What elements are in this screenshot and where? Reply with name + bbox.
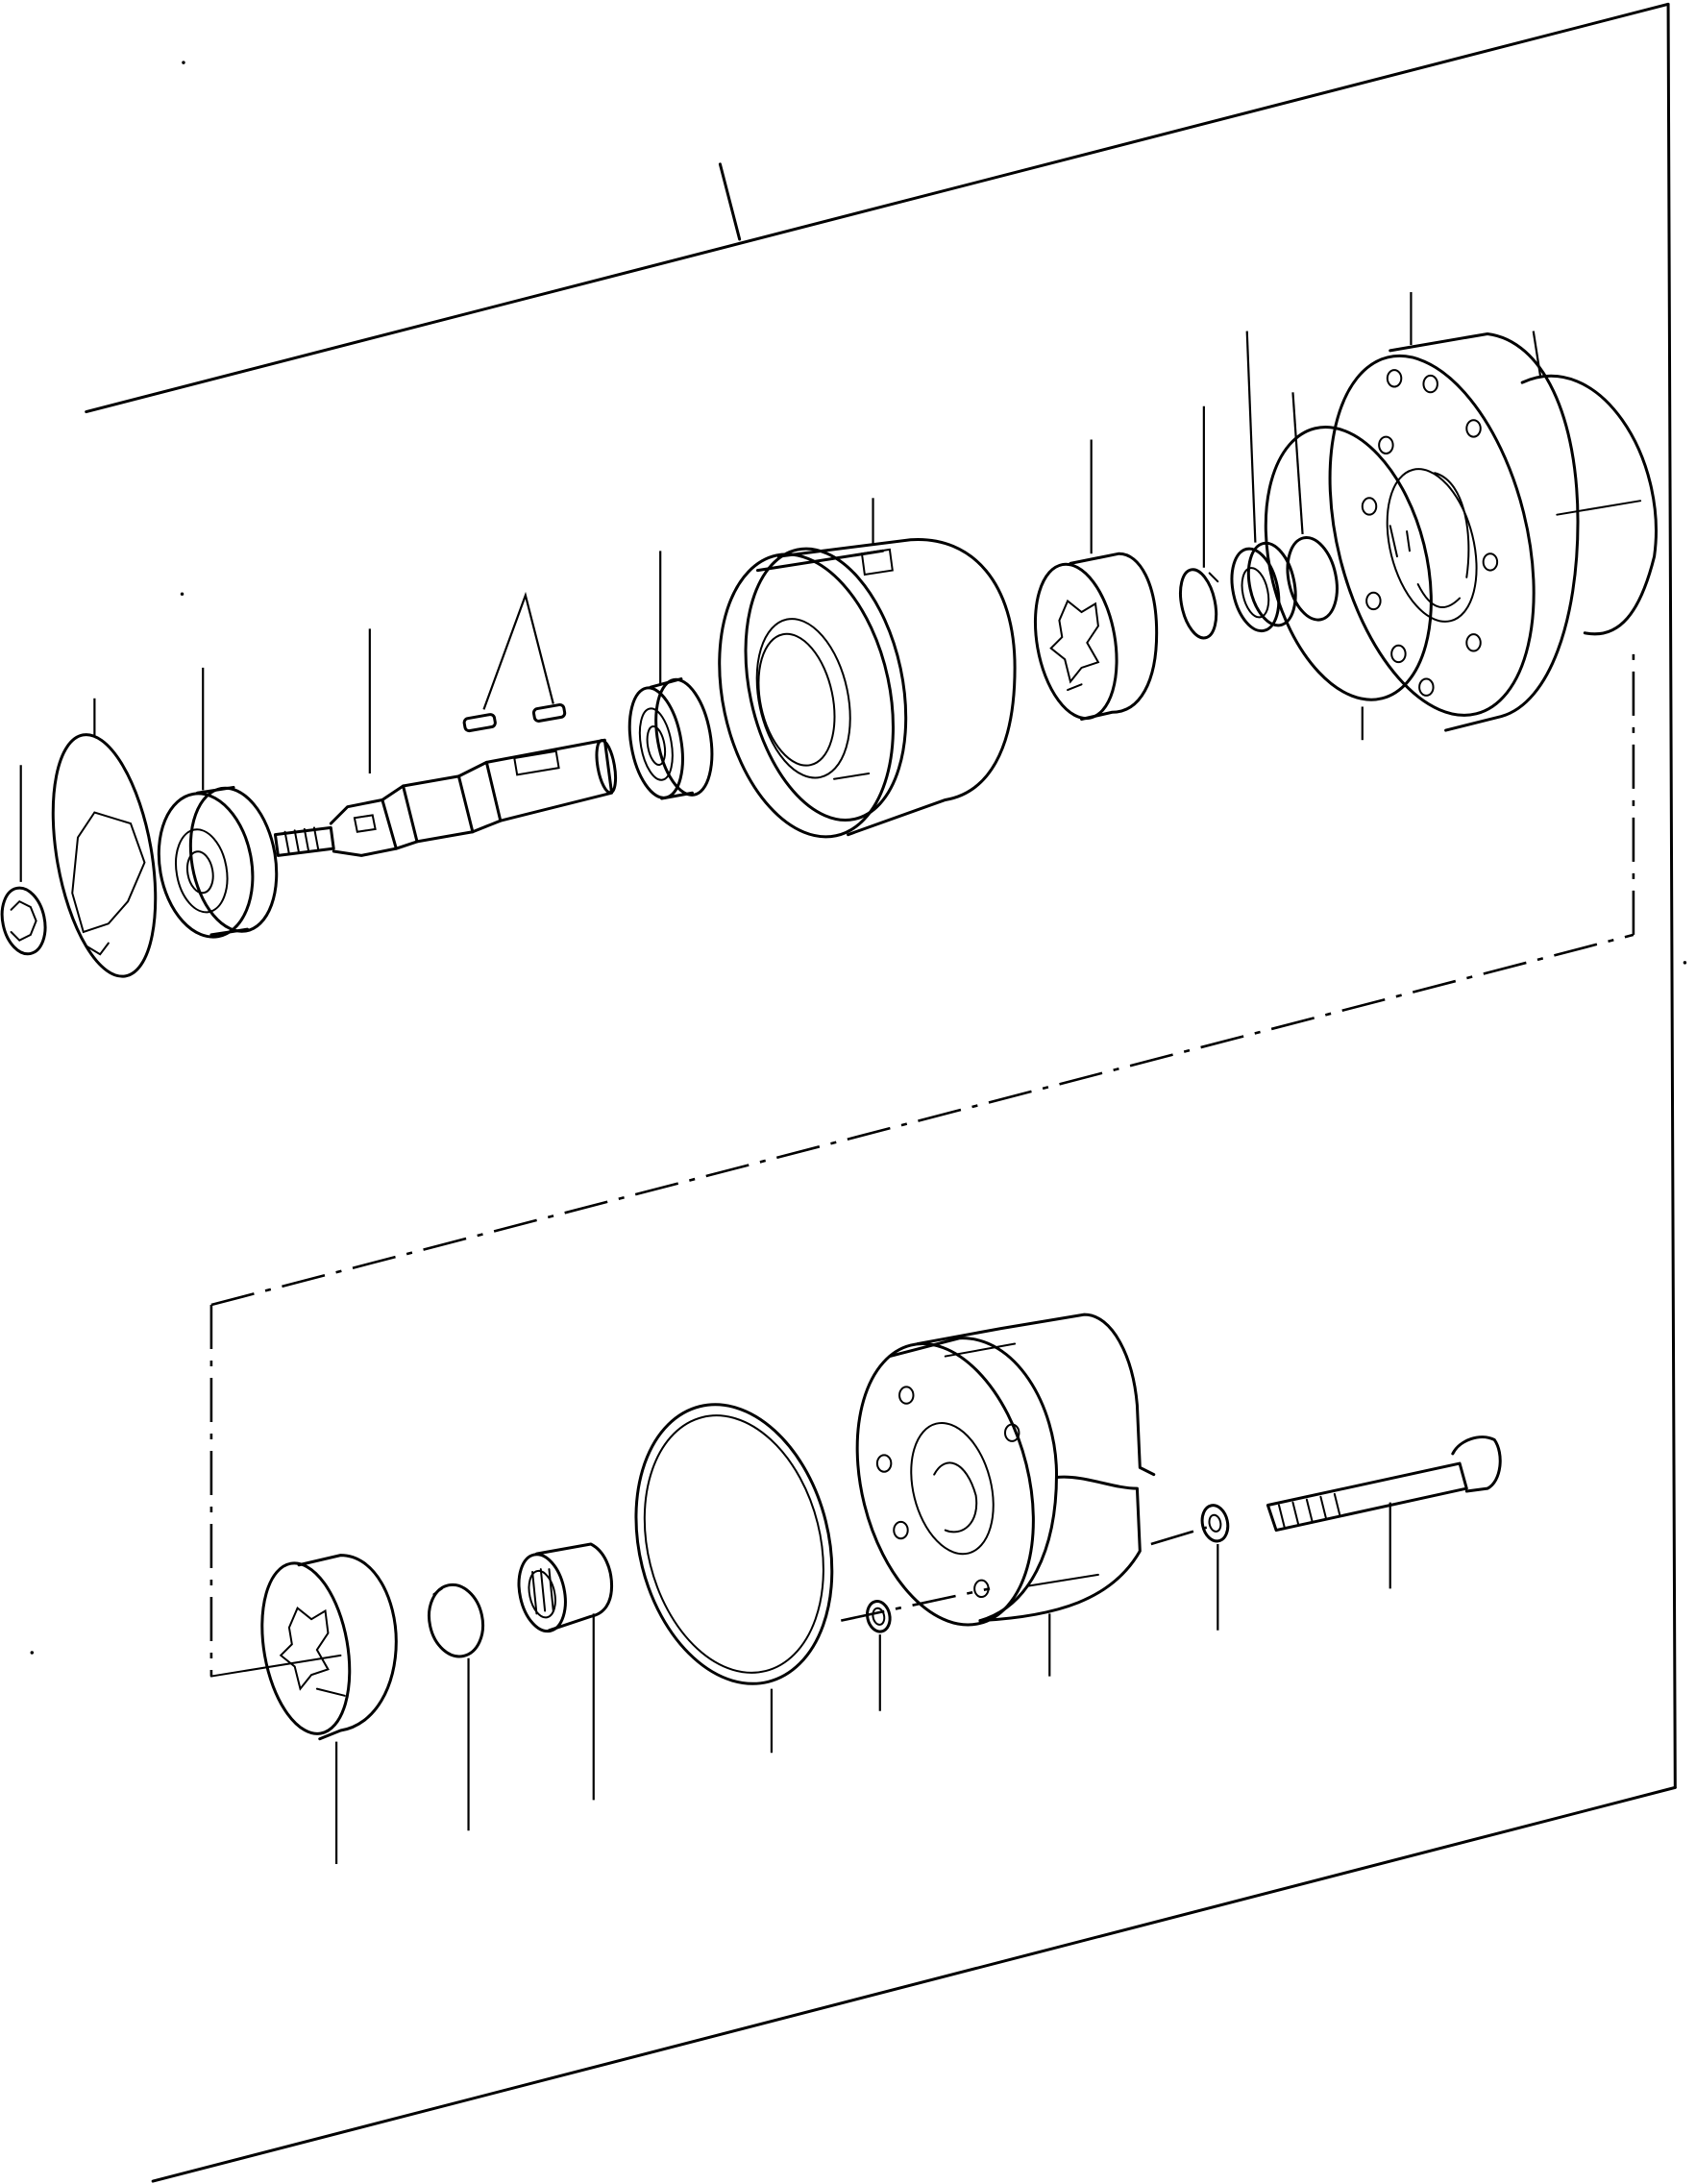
assembly-frame — [86, 4, 1676, 2181]
needle-bearing-bottom — [512, 1544, 611, 1800]
long-bolt — [1267, 1437, 1500, 1589]
leader-o-ring-small — [1292, 392, 1302, 534]
washer-small-left — [865, 1599, 893, 1710]
gerotor-gear-top — [1024, 439, 1157, 724]
assembly-leader — [720, 164, 739, 239]
o-ring-rear — [1522, 331, 1656, 634]
frame-right-line — [1668, 4, 1675, 1787]
rear-housing — [829, 1314, 1153, 1676]
bolt-axis-line-2 — [1151, 1528, 1207, 1544]
o-ring-large-bottom — [608, 1384, 860, 1753]
leader-needle-bearing-top — [1247, 331, 1256, 543]
drive-shaft — [275, 628, 619, 855]
reference-lines — [211, 643, 1634, 1677]
front-housing — [695, 498, 1015, 853]
scan-specks — [30, 61, 1687, 1655]
keys — [463, 596, 565, 732]
o-ring-small — [1281, 392, 1344, 625]
leader-keys — [483, 596, 553, 710]
housing-bolt-holes — [877, 1386, 1020, 1597]
center-line-middle — [211, 935, 1634, 1305]
needle-bearing-top — [1225, 331, 1303, 636]
flange-bolt-holes — [1363, 370, 1497, 696]
gerotor-gear-bottom — [250, 1556, 396, 1864]
rear-cover — [1295, 292, 1640, 737]
center-line-bottom-left — [211, 1656, 341, 1677]
o-ring-large-top — [1240, 409, 1458, 740]
bolt-axis-line-1 — [841, 1588, 990, 1620]
circlip-bottom — [423, 1580, 489, 1830]
retaining-ring — [1175, 406, 1222, 642]
shaft-seal — [622, 551, 720, 801]
washer-small-right — [1199, 1503, 1231, 1631]
ball-bearing-front — [148, 668, 287, 945]
lock-washer — [37, 699, 172, 985]
leader-o-ring-rear — [1534, 331, 1540, 376]
snap-ring-small — [0, 765, 51, 958]
frame-bottom-line — [153, 1787, 1675, 2181]
frame-top-line — [86, 4, 1668, 411]
